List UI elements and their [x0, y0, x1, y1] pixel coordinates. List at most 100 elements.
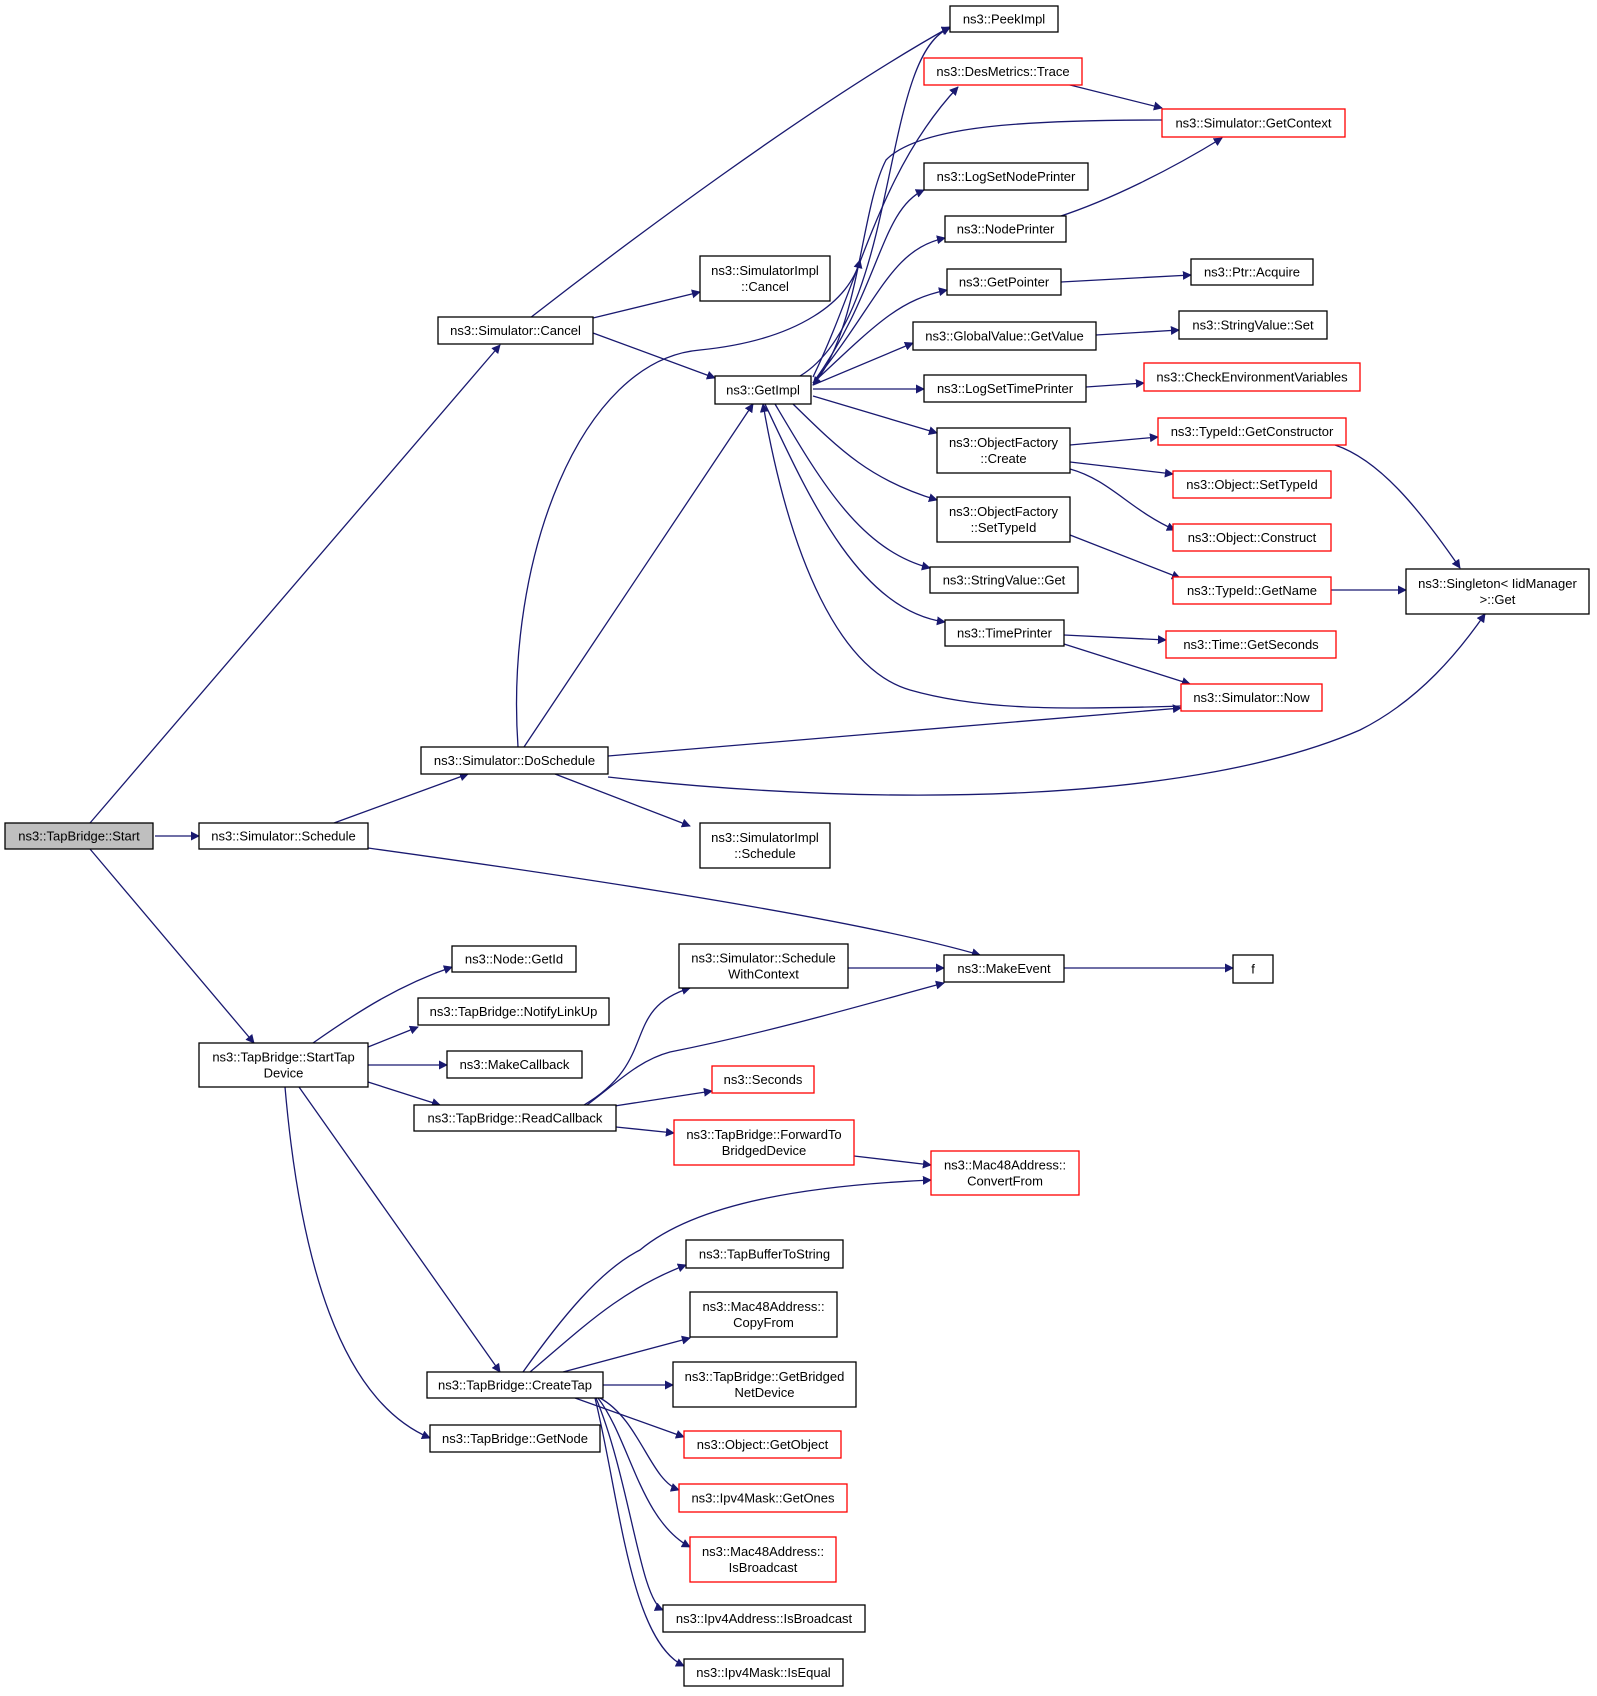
node-globalgetvalue[interactable]: ns3::GlobalValue::GetValue — [912, 321, 1097, 351]
node-label: ns3::DesMetrics::Trace — [936, 64, 1069, 79]
edge-doschedule-to-simimplschedule — [554, 773, 691, 828]
node-getimpl[interactable]: ns3::GetImpl — [714, 375, 812, 405]
edge-starttap-to-notifylinkup — [367, 1025, 419, 1048]
node-getobject[interactable]: ns3::Object::GetObject — [683, 1430, 842, 1459]
node-notifylinkup[interactable]: ns3::TapBridge::NotifyLinkUp — [417, 997, 610, 1026]
node-timeprinter[interactable]: ns3::TimePrinter — [944, 619, 1065, 647]
node-tapbuffer[interactable]: ns3::TapBufferToString — [685, 1239, 844, 1269]
node-createtap[interactable]: ns3::TapBridge::CreateTap — [426, 1371, 604, 1399]
node-label: ns3::Ipv4Mask::GetOnes — [691, 1491, 835, 1506]
node-label: ns3::Ipv4Address::IsBroadcast — [676, 1611, 853, 1626]
node-label: ns3::Node::GetId — [465, 952, 563, 967]
edge-globalgetvalue-to-stringset — [1095, 325, 1180, 336]
edge-getcontext-to-getimpl — [812, 119, 1163, 386]
edge-createtap-to-ipv4isbroadcast — [595, 1397, 664, 1611]
node-label: ns3::TapBridge::ReadCallback — [428, 1111, 603, 1126]
node-singleton[interactable]: ns3::Singleton< IidManager >::Get — [1405, 568, 1590, 615]
edge-start-to-starttap — [89, 848, 255, 1044]
node-logsettime[interactable]: ns3::LogSetTimePrinter — [923, 374, 1087, 403]
node-ptracquire[interactable]: ns3::Ptr::Acquire — [1190, 258, 1314, 286]
edge-starttap-to-getnode — [284, 1086, 431, 1439]
node-label: ns3::GetImpl — [726, 383, 800, 398]
edge-getimpl-to-timeprinter — [764, 403, 946, 626]
node-label: NetDevice — [735, 1385, 795, 1400]
node-label: ns3::StringValue::Set — [1192, 318, 1314, 333]
edge-getimpl-to-nodeprinter — [812, 235, 946, 384]
edge-createtap-to-tapbuffer — [529, 1263, 687, 1373]
edge-schedule-to-doschedule — [333, 772, 469, 824]
node-label: ns3::Simulator::Schedule — [211, 829, 356, 844]
node-cancel[interactable]: ns3::Simulator::Cancel — [437, 316, 594, 345]
edge-createtap-to-isequal — [594, 1397, 685, 1667]
node-timegetseconds[interactable]: ns3::Time::GetSeconds — [1165, 630, 1337, 659]
node-isequal[interactable]: ns3::Ipv4Mask::IsEqual — [683, 1658, 844, 1687]
node-f[interactable]: f — [1232, 954, 1274, 984]
node-simimplcancel[interactable]: ns3::SimulatorImpl::Cancel — [699, 255, 831, 302]
node-ofsettypeid[interactable]: ns3::ObjectFactory::SetTypeId — [936, 496, 1071, 543]
edge-logsettime-to-checkenv — [1085, 379, 1145, 389]
node-seconds[interactable]: ns3::Seconds — [711, 1065, 815, 1094]
edge-readcallback-to-forwardto — [615, 1126, 675, 1137]
node-label: ns3::Object::SetTypeId — [1186, 477, 1318, 492]
node-readcallback[interactable]: ns3::TapBridge::ReadCallback — [413, 1104, 617, 1132]
node-getcontext[interactable]: ns3::Simulator::GetContext — [1161, 108, 1346, 138]
node-getconstructor[interactable]: ns3::TypeId::GetConstructor — [1157, 417, 1347, 446]
node-label: ns3::PeekImpl — [963, 12, 1045, 27]
node-doschedule[interactable]: ns3::Simulator::DoSchedule — [420, 746, 609, 775]
node-label: ns3::MakeCallback — [460, 1057, 570, 1072]
node-logsetnode[interactable]: ns3::LogSetNodePrinter — [923, 162, 1089, 191]
node-label: ns3::TapBridge::GetNode — [442, 1431, 588, 1446]
edge-getimpl-to-desmetrics — [812, 86, 959, 378]
edge-createtap-to-copyfrom — [562, 1335, 691, 1373]
node-stringget[interactable]: ns3::StringValue::Get — [929, 566, 1079, 594]
node-makeevent[interactable]: ns3::MakeEvent — [943, 954, 1065, 983]
edge-getpointer-to-ptracquire — [1060, 270, 1192, 283]
edge-ofcreate-to-objsettypeid — [1069, 461, 1174, 478]
edge-doschedule-to-singleton — [607, 613, 1486, 796]
node-label: ns3::SimulatorImpl — [711, 263, 819, 278]
node-nodegetid[interactable]: ns3::Node::GetId — [451, 945, 577, 973]
edge-ofcreate-to-getconstructor — [1069, 433, 1159, 446]
node-typeidgetname[interactable]: ns3::TypeId::GetName — [1172, 576, 1332, 605]
node-ofcreate[interactable]: ns3::ObjectFactory::Create — [936, 427, 1071, 474]
edge-getimpl-to-ofcreate — [812, 395, 938, 435]
node-desmetrics[interactable]: ns3::DesMetrics::Trace — [923, 57, 1083, 86]
edge-doschedule-to-getimpl — [515, 259, 863, 748]
node-getones[interactable]: ns3::Ipv4Mask::GetOnes — [678, 1483, 848, 1513]
node-ipv4isbroadcast[interactable]: ns3::Ipv4Address::IsBroadcast — [662, 1604, 866, 1633]
node-convertfrom[interactable]: ns3::Mac48Address::ConvertFrom — [930, 1150, 1080, 1196]
edge-getimpl-to-globalgetvalue — [812, 341, 914, 386]
node-makecallback[interactable]: ns3::MakeCallback — [446, 1050, 583, 1079]
node-start[interactable]: ns3::TapBridge::Start — [4, 822, 154, 850]
node-checkenv[interactable]: ns3::CheckEnvironmentVariables — [1143, 362, 1361, 392]
node-schedule[interactable]: ns3::Simulator::Schedule — [198, 822, 369, 850]
node-stringset[interactable]: ns3::StringValue::Set — [1178, 310, 1328, 340]
node-label: ns3::TapBridge::ForwardTo — [686, 1127, 841, 1142]
node-simnow[interactable]: ns3::Simulator::Now — [1180, 683, 1323, 712]
node-label: ns3::NodePrinter — [957, 222, 1055, 237]
node-getpointer[interactable]: ns3::GetPointer — [946, 268, 1062, 296]
node-nodeprinter[interactable]: ns3::NodePrinter — [944, 215, 1067, 243]
edge-timeprinter-to-simnow — [1063, 643, 1191, 686]
edge-simnow-to-getimpl — [759, 403, 1182, 709]
node-getnode[interactable]: ns3::TapBridge::GetNode — [429, 1424, 601, 1453]
node-macisbroadcast[interactable]: ns3::Mac48Address::IsBroadcast — [689, 1536, 837, 1583]
node-label: ::SetTypeId — [971, 520, 1037, 535]
node-copyfrom[interactable]: ns3::Mac48Address::CopyFrom — [689, 1291, 838, 1338]
node-label: ns3::StringValue::Get — [943, 573, 1066, 588]
node-simimplschedule[interactable]: ns3::SimulatorImpl::Schedule — [699, 822, 831, 869]
node-objconstruct[interactable]: ns3::Object::Construct — [1172, 523, 1332, 552]
node-peekimpl[interactable]: ns3::PeekImpl — [949, 5, 1059, 33]
node-label: Device — [264, 1066, 304, 1081]
node-label: ns3::GlobalValue::GetValue — [925, 329, 1084, 344]
node-label: ns3::Time::GetSeconds — [1183, 637, 1319, 652]
edge-cancel-to-peekimpl — [529, 26, 951, 319]
node-label: BridgedDevice — [722, 1143, 807, 1158]
node-objsettypeid[interactable]: ns3::Object::SetTypeId — [1172, 470, 1332, 499]
node-label: ns3::TapBridge::CreateTap — [438, 1378, 592, 1393]
node-label: WithContext — [728, 967, 799, 982]
